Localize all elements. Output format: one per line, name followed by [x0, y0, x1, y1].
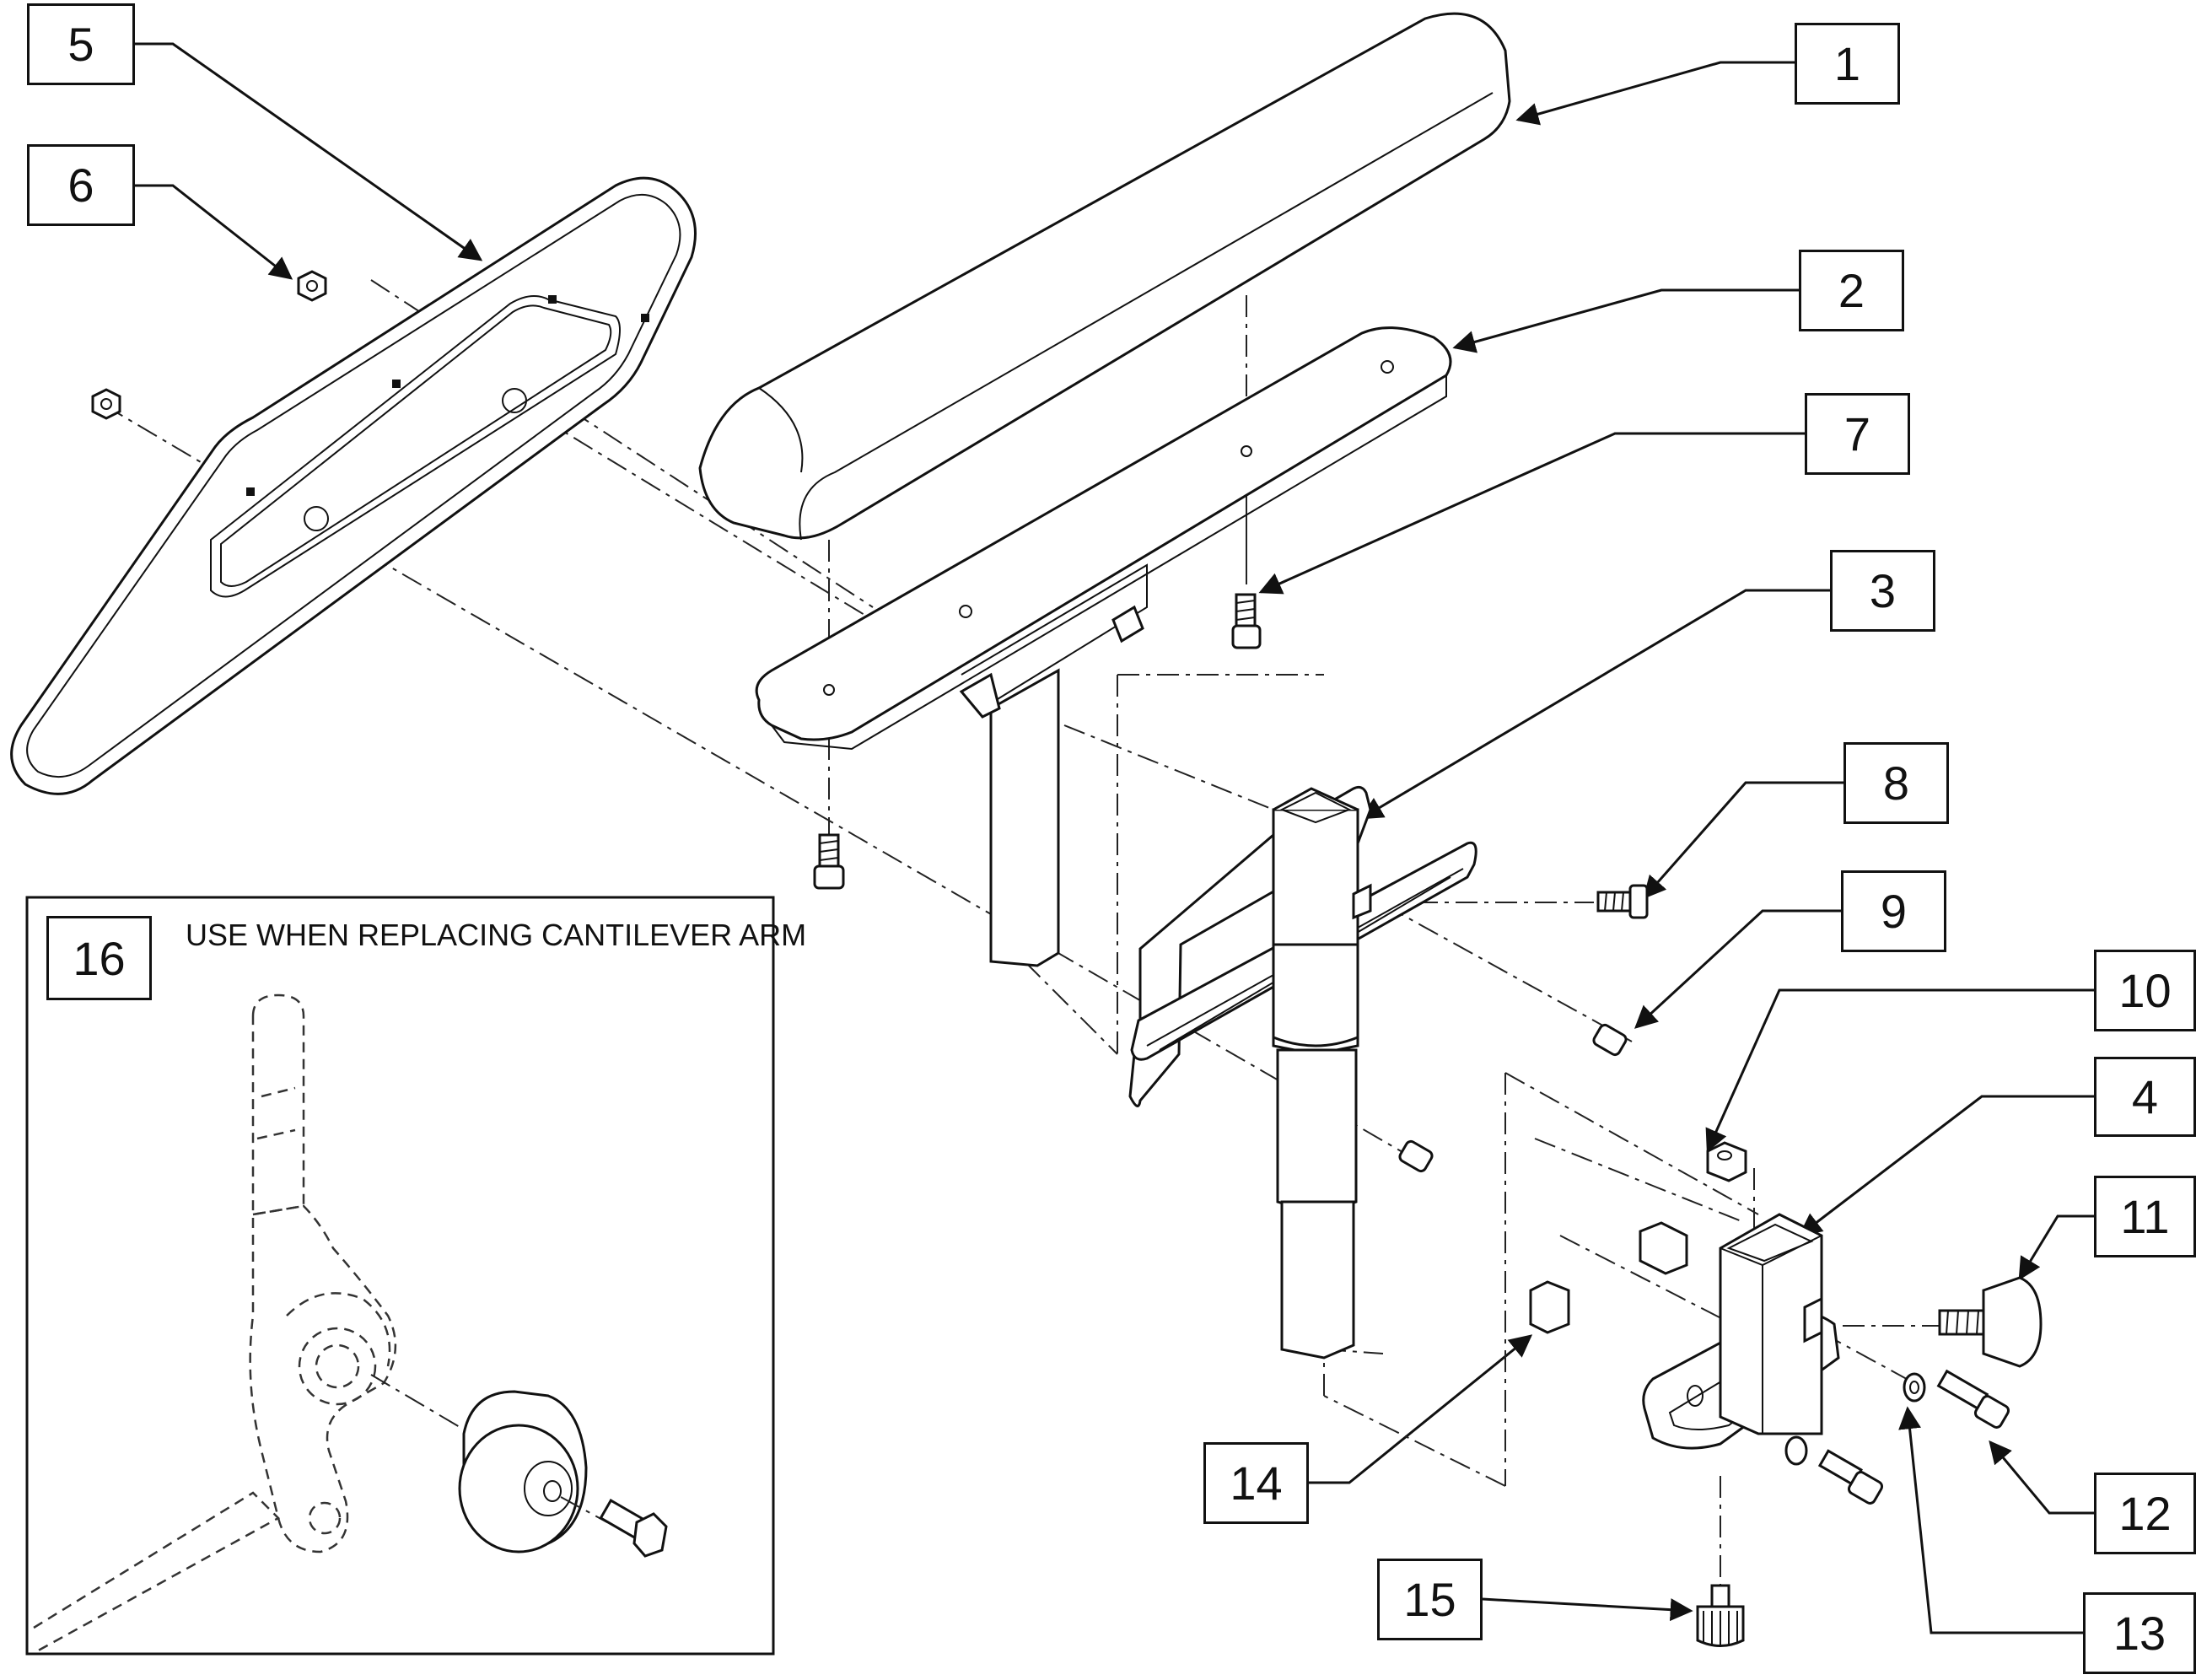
- callout-2: 2: [1799, 250, 1904, 331]
- callout-10: 10: [2094, 950, 2196, 1031]
- callout-11: 11: [2094, 1176, 2196, 1257]
- callout-1: 1: [1795, 23, 1900, 105]
- callout-16: 16: [46, 916, 152, 1000]
- callout-7: 7: [1805, 393, 1910, 475]
- inset-note: USE WHEN REPLACING CANTILEVER ARM: [186, 918, 807, 952]
- mounting-plate-part: [755, 326, 1452, 751]
- receiver-bracket-part: [1128, 785, 1477, 1360]
- thumb-screw-part: [1696, 1584, 1745, 1647]
- screw-8-part: [1596, 884, 1649, 919]
- screw-washer-parts: [1784, 1369, 2010, 1505]
- callout-3: 3: [1830, 550, 1935, 632]
- callout-4: 4: [2094, 1057, 2196, 1137]
- callout-13: 13: [2083, 1592, 2196, 1674]
- nut-parts: [91, 270, 327, 420]
- leader-lines: [135, 42, 2094, 1634]
- callout-8: 8: [1843, 742, 1949, 824]
- side-panel-part: [10, 176, 697, 795]
- armrest-pad-part: [698, 12, 1511, 541]
- callout-6: 6: [27, 144, 135, 226]
- callout-14: 14: [1203, 1442, 1309, 1524]
- callout-9: 9: [1841, 870, 1946, 952]
- arm-post-part: [959, 605, 1144, 967]
- base-receiver-part: [1642, 1213, 1840, 1450]
- cap-screw-parts: [813, 593, 1262, 890]
- insert-parts: [1529, 1141, 1747, 1334]
- inset-box: [25, 896, 775, 1656]
- callout-15: 15: [1377, 1559, 1483, 1640]
- knob-11-part: [1938, 1276, 2043, 1368]
- callout-5: 5: [27, 3, 135, 85]
- callout-12: 12: [2094, 1473, 2196, 1554]
- screw-9-part: [1398, 1023, 1628, 1173]
